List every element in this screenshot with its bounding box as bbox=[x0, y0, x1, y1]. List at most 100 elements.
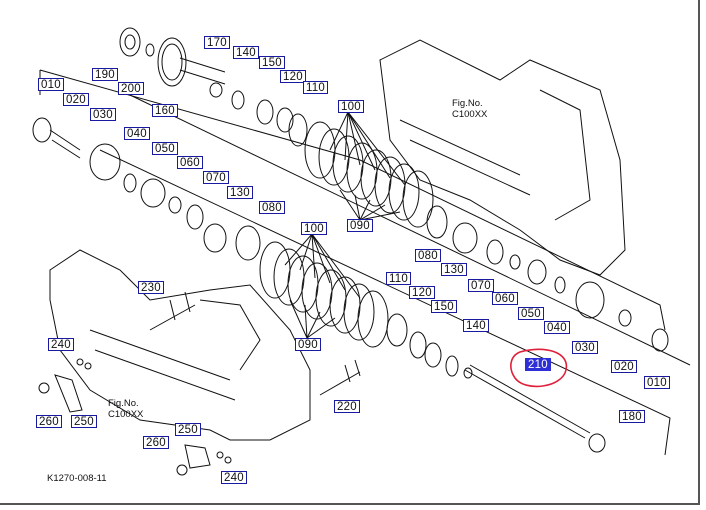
axis-line-upper bbox=[39, 69, 666, 331]
leader-100-lower bbox=[284, 233, 361, 299]
bearing-010-upper bbox=[651, 328, 669, 352]
clutch-pack-lower bbox=[259, 241, 389, 348]
label-060-right[interactable]: 060 bbox=[492, 292, 518, 305]
label-030-right[interactable]: 030 bbox=[572, 341, 598, 354]
label-100-upper[interactable]: 100 bbox=[338, 100, 364, 113]
label-130-right[interactable]: 130 bbox=[441, 263, 467, 276]
lever-250-left bbox=[54, 374, 83, 413]
label-250-left[interactable]: 250 bbox=[71, 415, 97, 428]
diagram-code: K1270-008-11 bbox=[47, 473, 107, 484]
fig-ref-upper-line1: Fig.No. bbox=[452, 98, 483, 109]
fig-ref-lower-line1: Fig.No. bbox=[108, 398, 139, 409]
label-080-right[interactable]: 080 bbox=[415, 249, 441, 262]
label-010-right[interactable]: 010 bbox=[644, 376, 670, 389]
bushing-180 bbox=[588, 433, 606, 453]
plate-080-upper bbox=[426, 205, 448, 239]
fig-ref-lower: Fig.No. C100XX bbox=[108, 398, 143, 420]
label-030-left[interactable]: 030 bbox=[90, 108, 116, 121]
washer-140-lower bbox=[445, 355, 459, 377]
label-250-bottom[interactable]: 250 bbox=[175, 423, 201, 436]
shift-fork-220 bbox=[319, 359, 361, 396]
label-160[interactable]: 160 bbox=[152, 104, 178, 117]
leader-100-upper bbox=[329, 111, 406, 186]
label-150-lower[interactable]: 150 bbox=[431, 300, 457, 313]
label-140-lower[interactable]: 140 bbox=[463, 319, 489, 332]
highlight-circle-210 bbox=[510, 348, 568, 388]
clutch-pack-upper bbox=[304, 121, 434, 228]
label-070-left[interactable]: 070 bbox=[203, 171, 229, 184]
gear-160 bbox=[157, 37, 187, 87]
leader-090-upper bbox=[339, 189, 401, 221]
label-230[interactable]: 230 bbox=[138, 281, 164, 294]
fig-ref-upper-line2: C100XX bbox=[452, 109, 488, 120]
hub-030-upper bbox=[575, 281, 605, 319]
label-200[interactable]: 200 bbox=[118, 82, 144, 95]
gear-130-upper bbox=[452, 222, 478, 254]
ring-150 bbox=[256, 99, 274, 125]
label-110[interactable]: 110 bbox=[303, 81, 328, 94]
bearing-190 bbox=[119, 27, 141, 57]
label-240-bottom[interactable]: 240 bbox=[221, 471, 247, 484]
shift-fork-230 bbox=[149, 291, 196, 331]
ring-150-lower bbox=[424, 342, 442, 368]
label-260-left[interactable]: 260 bbox=[36, 415, 62, 428]
label-140[interactable]: 140 bbox=[233, 46, 259, 59]
label-130-left[interactable]: 130 bbox=[227, 186, 253, 199]
fig-ref-upper: Fig.No. C100XX bbox=[452, 98, 487, 120]
label-060-left[interactable]: 060 bbox=[177, 156, 203, 169]
label-050-left[interactable]: 050 bbox=[152, 142, 178, 155]
label-220[interactable]: 220 bbox=[334, 400, 360, 413]
nut-260-left bbox=[38, 382, 50, 394]
label-180[interactable]: 180 bbox=[619, 410, 645, 423]
label-120-lower[interactable]: 120 bbox=[409, 286, 435, 299]
label-050-right[interactable]: 050 bbox=[518, 307, 544, 320]
circlip-120 bbox=[276, 107, 294, 133]
nut-260-bottom bbox=[176, 464, 188, 476]
spring-050-left bbox=[140, 178, 166, 208]
washer-040-upper bbox=[554, 276, 566, 294]
label-090-upper[interactable]: 090 bbox=[347, 219, 373, 232]
washer-060-upper bbox=[509, 254, 521, 270]
fig-ref-lower-line2: C100XX bbox=[108, 409, 144, 420]
bushing-170 bbox=[209, 82, 223, 98]
label-100-lower[interactable]: 100 bbox=[301, 222, 327, 235]
washer-140 bbox=[231, 90, 245, 110]
hub-030-left bbox=[89, 143, 121, 181]
bearing-010-left bbox=[32, 117, 52, 143]
label-040-right[interactable]: 040 bbox=[544, 321, 570, 334]
shaft-210 bbox=[464, 364, 591, 439]
housing-upper-right bbox=[379, 39, 626, 276]
label-120[interactable]: 120 bbox=[280, 70, 306, 83]
circlip-120-lower bbox=[409, 331, 427, 359]
label-240-left[interactable]: 240 bbox=[48, 338, 74, 351]
label-040-left[interactable]: 040 bbox=[124, 127, 150, 140]
axis-line-lower bbox=[99, 149, 671, 456]
label-090-lower[interactable]: 090 bbox=[295, 338, 321, 351]
label-150[interactable]: 150 bbox=[259, 56, 285, 69]
label-070-right[interactable]: 070 bbox=[468, 279, 494, 292]
axis-line-middle bbox=[129, 94, 691, 366]
label-020-left[interactable]: 020 bbox=[63, 93, 89, 106]
label-080-left[interactable]: 080 bbox=[259, 201, 285, 214]
gear-130-left bbox=[203, 223, 227, 253]
label-110-lower[interactable]: 110 bbox=[386, 272, 411, 285]
lever-250-bottom bbox=[184, 444, 211, 469]
washer-040-left bbox=[123, 173, 137, 193]
label-010-left[interactable]: 010 bbox=[38, 78, 64, 91]
leader-090-lower bbox=[289, 299, 336, 339]
ring-110 bbox=[288, 113, 308, 147]
shaft-020-left bbox=[49, 129, 81, 159]
spring-050-upper bbox=[527, 259, 547, 285]
circlip-070-left bbox=[186, 204, 204, 230]
label-170[interactable]: 170 bbox=[204, 36, 230, 49]
label-190[interactable]: 190 bbox=[92, 68, 118, 81]
shaft-020-upper bbox=[618, 309, 632, 327]
circlip-070-upper bbox=[486, 239, 504, 265]
label-210-highlighted[interactable]: 210 bbox=[525, 358, 551, 371]
label-260-bottom[interactable]: 260 bbox=[143, 436, 169, 449]
washer-200 bbox=[145, 43, 155, 57]
label-020-right[interactable]: 020 bbox=[611, 360, 637, 373]
washer-060-left bbox=[168, 196, 182, 214]
